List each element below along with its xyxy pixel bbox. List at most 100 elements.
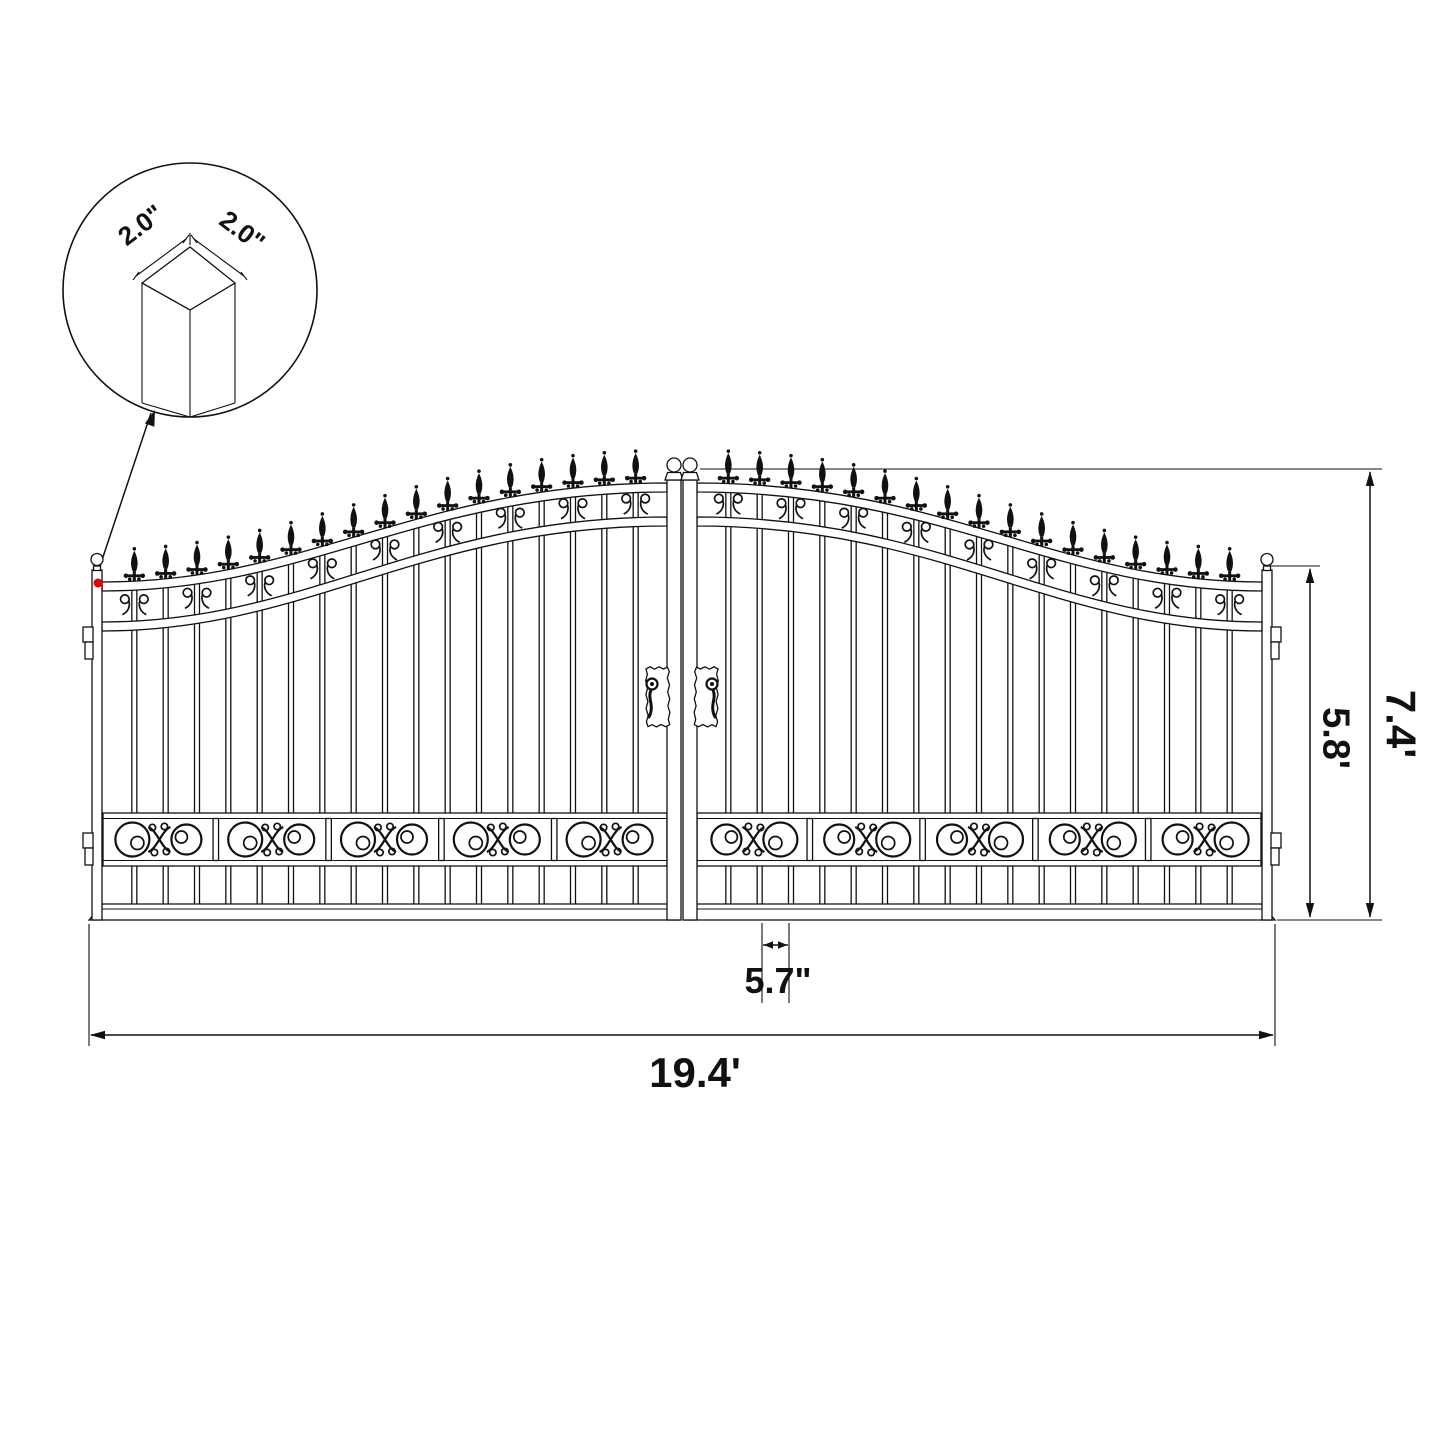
scroll-ornament [138, 594, 149, 605]
spear-tip-dot [195, 540, 199, 545]
scroll-ornament [640, 493, 651, 504]
spear-tip-dot [351, 503, 356, 507]
finial-curl [186, 567, 191, 572]
finial-curl [405, 511, 411, 517]
band-vine [260, 825, 284, 854]
band-volute-curl [400, 830, 414, 844]
spear-tip-dot [132, 546, 137, 551]
dim-overall-height: 7.4' [700, 468, 1424, 921]
spear-finial-icon [593, 450, 616, 486]
finial-curl [342, 529, 348, 535]
finial-crossbar [503, 490, 518, 494]
spear-leaf [538, 461, 545, 483]
scroll-ornament [389, 546, 398, 561]
scroll-ornament [184, 594, 193, 610]
finial-curl [579, 480, 584, 485]
finial-crossbar [252, 556, 267, 559]
spear-leaf [193, 544, 201, 565]
spear-finial-icon [217, 535, 240, 570]
finial-curl [499, 489, 505, 495]
finial-curl [127, 577, 132, 581]
finial-curl [409, 515, 414, 520]
spear-finial-icon [374, 493, 396, 529]
scroll-ornament [577, 498, 588, 509]
band-volute-curl [174, 830, 189, 844]
scroll-ornament [497, 514, 507, 529]
scroll-ornament [372, 546, 381, 561]
finial-curl [284, 551, 289, 555]
scroll-ornament [263, 582, 273, 597]
spear-finial-icon [436, 476, 459, 511]
band-curl [486, 823, 495, 832]
finial-crossbar [346, 530, 361, 534]
scroll-ornament [307, 558, 318, 569]
detail-dimension-lines [132, 233, 248, 281]
scroll-ornament [326, 558, 337, 569]
finial-curl [516, 489, 522, 495]
spear-finial-icon [562, 453, 584, 489]
finial-curl [137, 577, 141, 581]
post-bottom-edge [141, 402, 236, 418]
spear-leaf [131, 550, 138, 572]
spear-tip-dot [633, 449, 638, 453]
scroll-ornament [577, 504, 586, 520]
scroll-ornament [201, 594, 210, 610]
finial-curl [566, 484, 571, 488]
spear-finial-icon [186, 540, 208, 575]
spear-leaf [256, 532, 263, 553]
spear-tip-dot [508, 463, 513, 467]
finial-crossbar [377, 521, 393, 525]
band-vine [599, 825, 623, 854]
scroll-ornament [119, 594, 130, 605]
scroll-ornament [639, 500, 649, 515]
scroll-ornament [370, 539, 381, 550]
spear-leaf [632, 453, 639, 474]
scroll-ornament [326, 565, 335, 580]
band-volute-curl [581, 835, 596, 851]
spear-finial-icon [280, 520, 302, 556]
finial-crossbar [127, 574, 142, 578]
band-curl [150, 848, 159, 857]
band-vine [147, 825, 171, 854]
band-curl [599, 823, 608, 832]
band-vine [373, 825, 397, 854]
scroll-ornament [495, 507, 506, 518]
finial-curl [328, 538, 334, 544]
finial-curl [503, 493, 508, 498]
spear-finial-icon [248, 528, 271, 563]
finial-curl [221, 565, 226, 570]
finial-crossbar [221, 562, 236, 566]
spear-leaf [569, 457, 577, 479]
hinge-marker-dot [93, 578, 103, 588]
scroll-ornament [451, 528, 461, 544]
scroll-ornament [121, 600, 131, 616]
spear-tip-dot [163, 544, 168, 549]
finial-curl [374, 520, 379, 525]
finial-curl [231, 565, 235, 570]
spear-tip-dot [257, 528, 262, 533]
finial-curl [481, 499, 486, 504]
band-curl [162, 847, 171, 856]
band-volute [621, 823, 654, 856]
finial-curl [544, 488, 549, 492]
finial-curl [422, 511, 428, 517]
spear-finial-icon [468, 469, 490, 504]
hinge [82, 832, 94, 849]
finial-curl [419, 515, 423, 520]
finial-curl [575, 484, 580, 488]
gate-leaf-right [679, 447, 1283, 922]
finial-curl [315, 542, 320, 547]
finial-curl [253, 559, 257, 563]
finial-curl [624, 475, 630, 481]
finial-curl [441, 507, 445, 511]
band-curl [273, 822, 282, 831]
band-volute-curl [468, 835, 484, 851]
scroll-ornament [560, 504, 569, 520]
finial-curl [325, 542, 329, 547]
spear-leaf [601, 454, 608, 476]
band-curl [601, 848, 610, 857]
band-volute [170, 823, 203, 856]
leaf-height-label: 5.8' [1315, 707, 1357, 769]
finial-curl [293, 551, 298, 555]
finial-crossbar [471, 496, 487, 500]
